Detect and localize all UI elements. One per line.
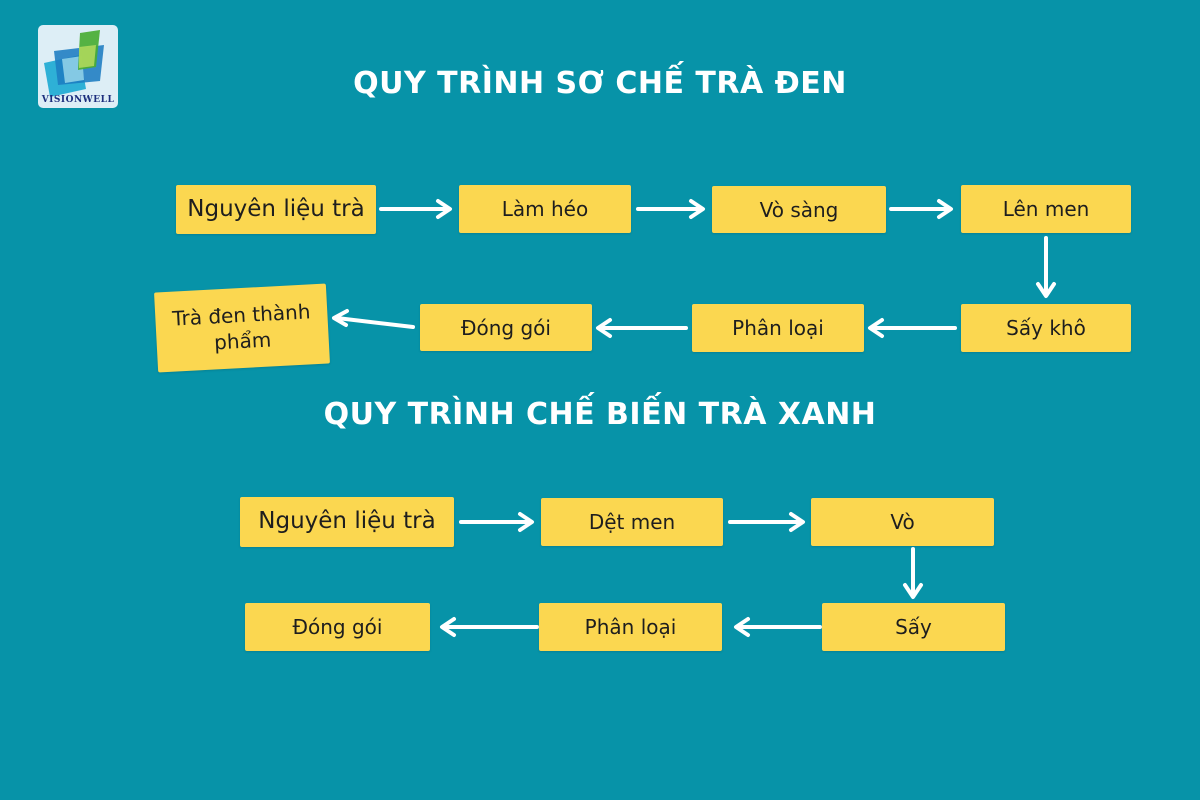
- arrow-say-phanloai: [734, 617, 822, 637]
- arrow-vosang-lenmen: [889, 199, 953, 219]
- node-label: Phân loại: [584, 615, 677, 639]
- arrow-nguyenlieu-lamheo: [379, 199, 452, 219]
- node-green-raw-material: Nguyên liệu trà: [240, 497, 454, 547]
- node-black-withering: Làm héo: [459, 185, 631, 233]
- node-black-fermentation: Lên men: [961, 185, 1131, 233]
- node-green-packaging: Đóng gói: [245, 603, 430, 651]
- node-black-sorting: Phân loại: [692, 304, 864, 352]
- node-green-enzyme-kill: Dệt men: [541, 498, 723, 546]
- node-label: Đóng gói: [461, 315, 551, 340]
- arrow-donggoi-thanhpham: [332, 309, 415, 329]
- visionwell-logo-graphic: VISIONWELL: [38, 25, 118, 108]
- green-tea-title: QUY TRÌNH CHẾ BIẾN TRÀ XANH: [323, 397, 877, 432]
- black-tea-title: QUY TRÌNH SƠ CHẾ TRÀ ĐEN: [353, 66, 847, 101]
- arrow-nguyenlieu-detmen: [459, 512, 534, 532]
- arrow-lenmen-saykho: [1036, 236, 1056, 298]
- node-black-finished-product: Trà đen thành phẩm: [154, 283, 330, 373]
- arrow-phanloai-donggoi-green: [440, 617, 539, 637]
- visionwell-logo-text: VISIONWELL: [41, 95, 115, 105]
- arrow-saykho-phanloai: [868, 318, 957, 338]
- node-label: Trà đen thành phẩm: [171, 299, 311, 355]
- node-label: Nguyên liệu trà: [187, 195, 365, 222]
- arrow-phanloai-donggoi: [596, 318, 688, 338]
- node-label: Vò: [890, 510, 915, 534]
- node-black-drying: Sấy khô: [961, 304, 1131, 352]
- node-black-raw-material: Nguyên liệu trà: [176, 185, 376, 234]
- node-black-packaging: Đóng gói: [420, 304, 592, 351]
- node-label: Vò sàng: [759, 197, 839, 222]
- node-label: Đóng gói: [292, 615, 383, 639]
- node-label: Lên men: [1002, 197, 1090, 221]
- node-label: Sấy: [895, 615, 932, 639]
- node-green-rolling: Vò: [811, 498, 994, 546]
- arrow-vo-say: [903, 547, 923, 599]
- node-green-drying: Sấy: [822, 603, 1005, 651]
- node-label: Phân loại: [732, 316, 824, 340]
- node-label: Sấy khô: [1006, 316, 1086, 340]
- node-label: Nguyên liệu trà: [258, 508, 436, 535]
- node-label: Dệt men: [588, 510, 676, 534]
- node-green-sorting: Phân loại: [539, 603, 722, 651]
- arrow-lamheo-vosang: [636, 199, 705, 219]
- node-black-rolling-sifting: Vò sàng: [712, 186, 886, 233]
- node-label: Làm héo: [501, 197, 589, 221]
- visionwell-logo: VISIONWELL: [38, 25, 118, 108]
- arrow-detmen-vo: [728, 512, 805, 532]
